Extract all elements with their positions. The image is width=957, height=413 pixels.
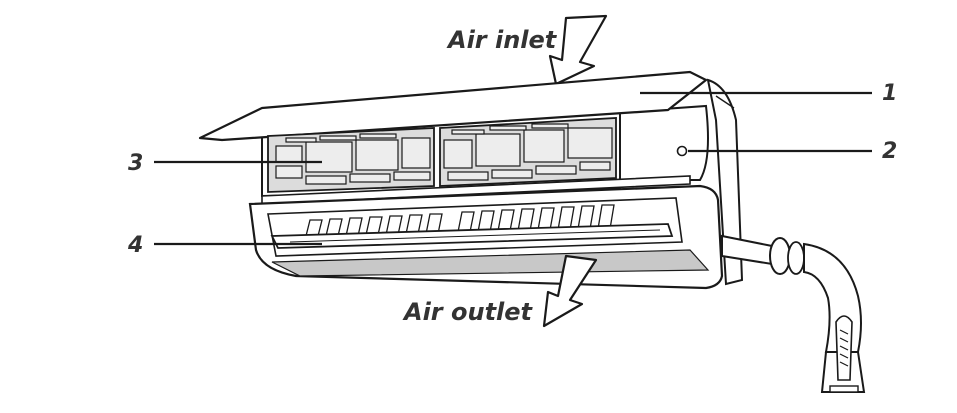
callout-number-2: 2 bbox=[882, 139, 897, 164]
callout-number-3: 3 bbox=[128, 151, 143, 176]
air-inlet-label: Air inlet bbox=[446, 26, 558, 54]
air-filters bbox=[267, 117, 617, 193]
panel-strip bbox=[261, 175, 691, 205]
indicator-light bbox=[676, 145, 688, 157]
air-inlet-arrow bbox=[548, 14, 608, 86]
front-panel bbox=[198, 70, 708, 142]
leader-lines bbox=[154, 91, 872, 246]
callout-number-4: 4 bbox=[127, 233, 143, 258]
air-outlet-label: Air outlet bbox=[402, 298, 534, 326]
callout-number-1: 1 bbox=[882, 81, 897, 106]
piping bbox=[721, 234, 866, 393]
air-outlet-arrow bbox=[542, 254, 598, 328]
